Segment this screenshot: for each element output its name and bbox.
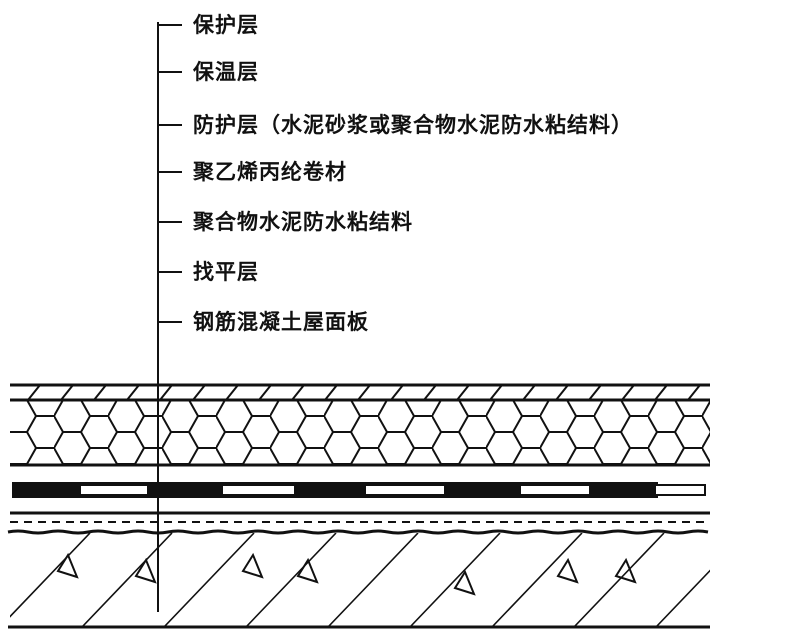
layer-label: 钢筋混凝土屋面板: [193, 310, 369, 334]
hatch-line: [687, 385, 701, 400]
membrane-gap: [79, 484, 149, 496]
membrane-gap: [221, 484, 296, 496]
aggregate-triangle: [241, 552, 264, 579]
aggregate-triangle: [556, 557, 579, 584]
membrane-gap: [364, 484, 446, 496]
hatch-line: [390, 385, 404, 400]
membrane-gap: [654, 484, 706, 496]
layer-label: 防护层（水泥砂浆或聚合物水泥防水粘结料）: [193, 113, 633, 137]
hatch-line: [163, 533, 255, 627]
hatch-line: [258, 385, 272, 400]
membrane-gap: [519, 484, 591, 496]
hatch-line: [10, 533, 91, 618]
protective-layer-hatch: [27, 385, 733, 400]
layers: [7, 383, 733, 629]
hatch-line: [655, 569, 710, 627]
aggregate-triangle: [296, 557, 319, 584]
aggregate-triangle: [56, 552, 79, 579]
hatch-line: [357, 385, 371, 400]
hatch-line: [159, 385, 173, 400]
screed-line: [7, 529, 709, 535]
insulation-layer: [10, 401, 710, 464]
hatch-line: [491, 533, 583, 627]
layer-label: 聚乙烯丙纶卷材: [193, 160, 347, 184]
hatch-line: [409, 533, 501, 627]
hatch-line: [93, 385, 107, 400]
layer-label: 保护层: [193, 13, 259, 37]
hatch-line: [245, 533, 337, 627]
hatch-line: [654, 385, 668, 400]
hatch-line: [555, 385, 569, 400]
aggregate-triangle: [453, 569, 476, 596]
leader-ticks: [158, 24, 182, 323]
hatch-line: [573, 533, 665, 627]
hatch-line: [291, 385, 305, 400]
hatch-line: [456, 385, 470, 400]
hatch-line: [721, 385, 733, 400]
aggregate-triangle: [614, 557, 637, 584]
layer-label: 保温层: [193, 60, 259, 84]
hatch-line: [621, 385, 635, 400]
hatch-line: [327, 533, 419, 627]
layer-label: 聚合物水泥防水粘结料: [193, 210, 413, 234]
hatch-line: [27, 385, 41, 400]
hatch-line: [225, 385, 239, 400]
hatch-line: [423, 385, 437, 400]
hatch-line: [489, 385, 503, 400]
hatch-line: [522, 385, 536, 400]
hatch-line: [324, 385, 338, 400]
concrete-slab: [10, 533, 710, 627]
hatch-line: [192, 385, 206, 400]
layer-label: 找平层: [193, 260, 259, 284]
aggregate-triangle: [134, 557, 157, 584]
hatch-line: [60, 385, 74, 400]
hatch-line: [126, 385, 140, 400]
membrane-band: [12, 482, 658, 498]
hatch-line: [588, 385, 602, 400]
